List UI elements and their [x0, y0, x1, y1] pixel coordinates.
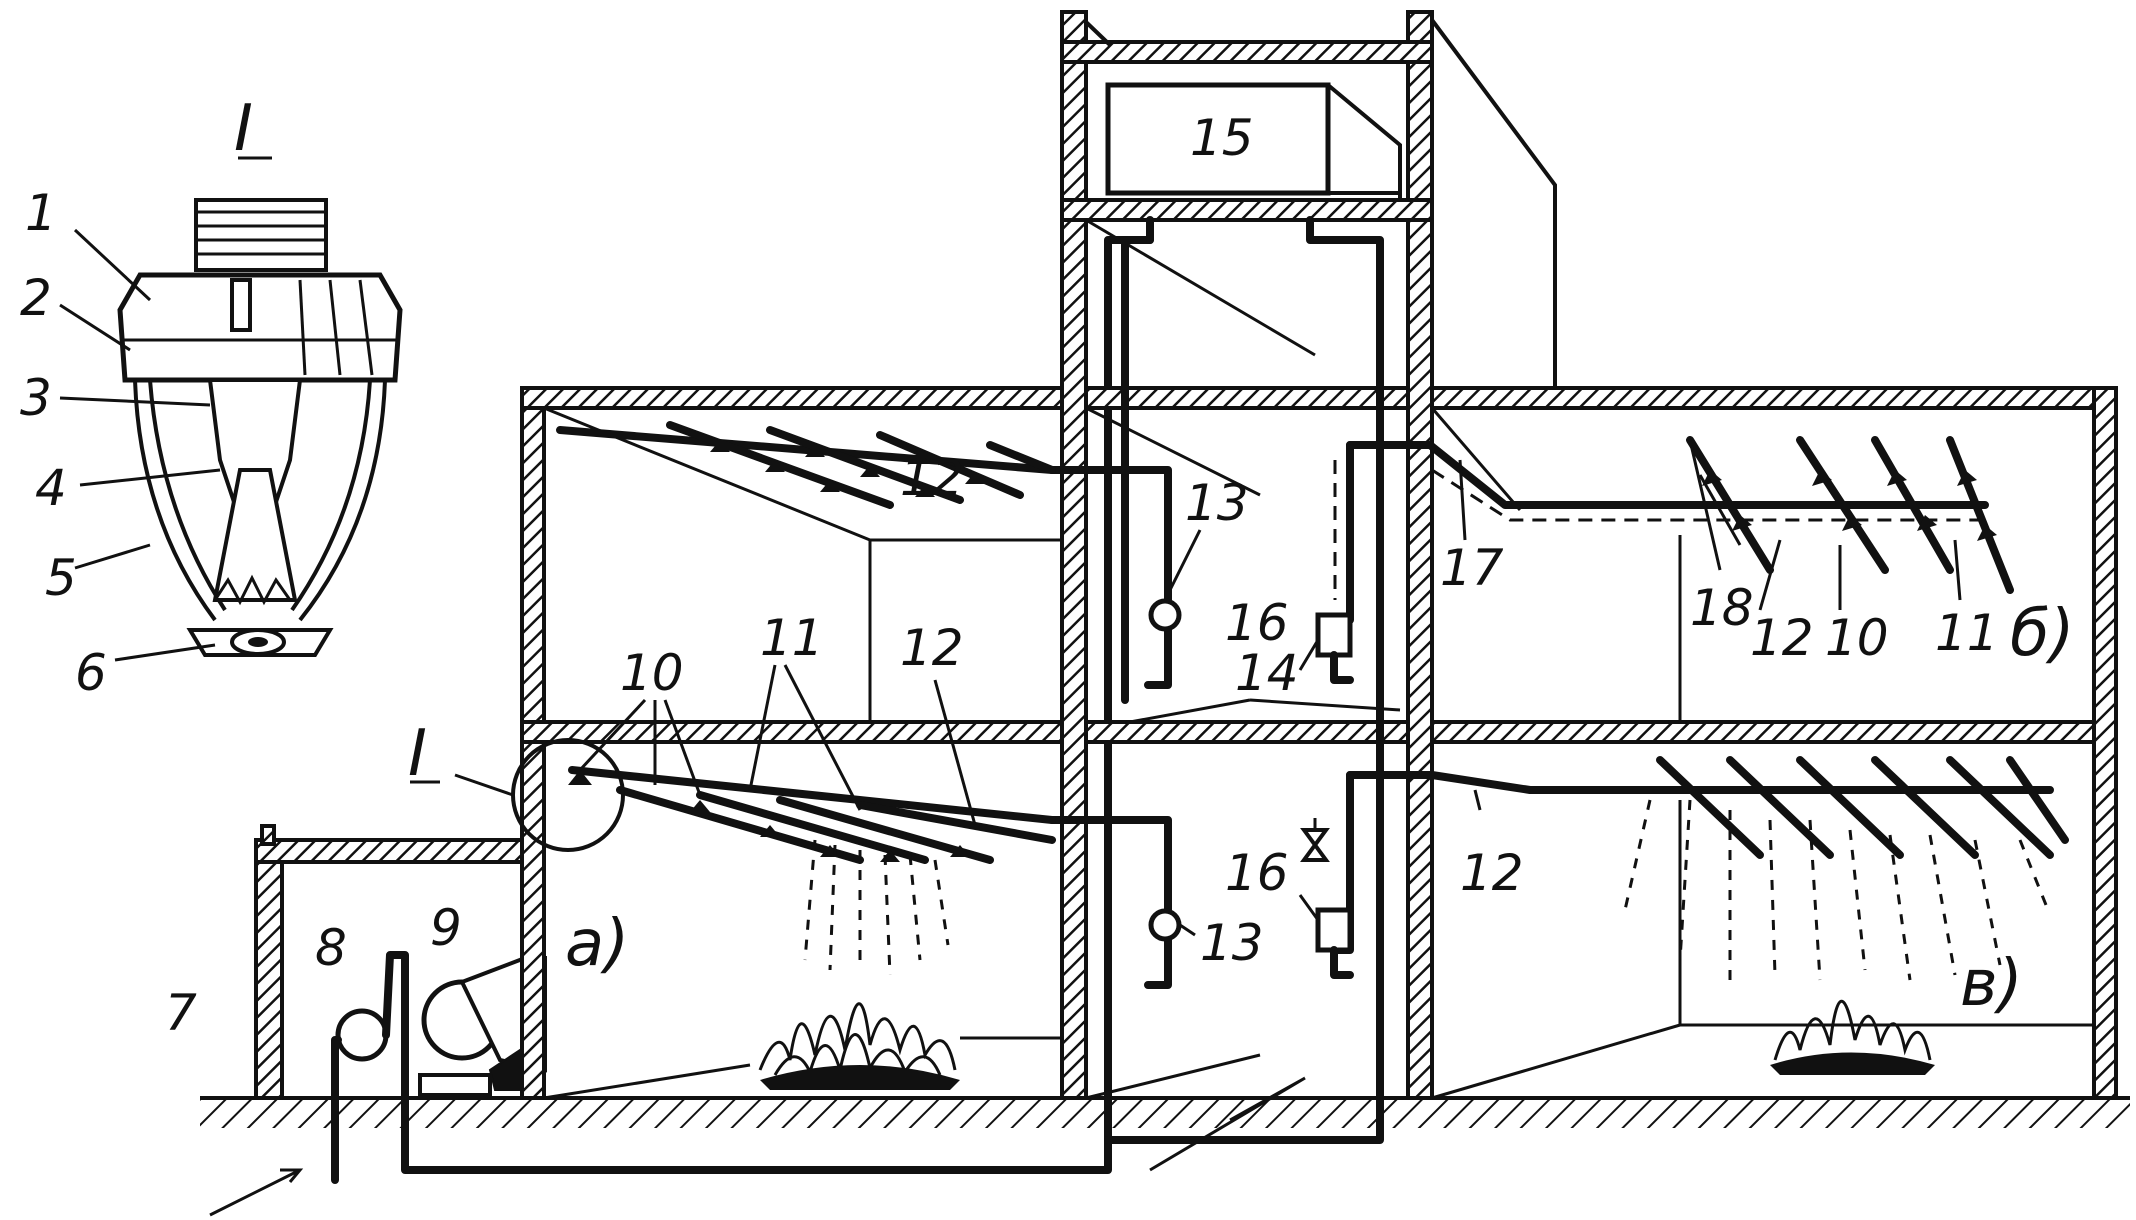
label-10-left: 10	[620, 644, 684, 702]
sprinklers-bottom-right	[1656, 756, 2069, 859]
fire-left	[758, 1002, 960, 1090]
label-12-left: 12	[900, 619, 964, 677]
sprinklers-top-left	[556, 421, 1056, 509]
water-spray-right	[1623, 799, 2050, 981]
control-devices	[1148, 598, 1354, 979]
label-11-left: 11	[760, 609, 824, 667]
piping-network	[1048, 216, 2054, 1144]
part-5: 5	[45, 549, 77, 607]
label-12-right: 12	[1750, 609, 1814, 667]
building-walls	[520, 10, 2118, 1100]
fire-right	[1770, 999, 1935, 1075]
thread-section	[194, 198, 328, 272]
label-16-lower: 16	[1225, 844, 1289, 902]
label-12-top-left: 12	[900, 449, 964, 507]
label-7: 7	[165, 984, 197, 1042]
part-6: 6	[75, 644, 107, 702]
room-perspective	[543, 218, 2094, 1172]
label-15: 15	[1190, 109, 1254, 167]
water-spray-left	[803, 839, 950, 976]
part-4: 4	[35, 459, 67, 517]
part-2: 2	[20, 269, 52, 327]
label-13-upper: 13	[1185, 474, 1249, 532]
label-17: 17	[1440, 539, 1504, 597]
sprinkler-head-detail	[59, 198, 403, 662]
label-leaders	[454, 458, 1962, 937]
sprinklers-top-right	[1686, 436, 2014, 594]
part-1: 1	[25, 184, 57, 242]
label-13-lower: 13	[1200, 914, 1264, 972]
part-3: 3	[20, 369, 52, 427]
detail-ref-label: I	[408, 717, 427, 791]
label-11-right: 11	[1935, 604, 1999, 662]
heads	[710, 440, 985, 497]
section-v: в)	[1960, 947, 2023, 1021]
label-12-bottom-right: 12	[1460, 844, 1524, 902]
detail-title: I	[234, 92, 253, 166]
section-b: б)	[2010, 597, 2074, 671]
section-a: а)	[565, 907, 629, 981]
ground	[200, 1096, 2130, 1128]
sprinklers-bottom-left	[511, 738, 1056, 864]
label-9: 9	[430, 899, 462, 957]
water-tank	[1105, 82, 1402, 200]
label-18: 18	[1690, 579, 1754, 637]
label-16-upper: 16	[1225, 594, 1289, 652]
branch	[666, 421, 1056, 509]
labels: I 1 2 3 4 5 6 7 8 9 10 11 12 12 13 13 14…	[20, 92, 2074, 1042]
pump-house	[209, 236, 1154, 1217]
label-10-right: 10	[1825, 609, 1889, 667]
label-14: 14	[1235, 644, 1299, 702]
label-8: 8	[315, 919, 347, 977]
